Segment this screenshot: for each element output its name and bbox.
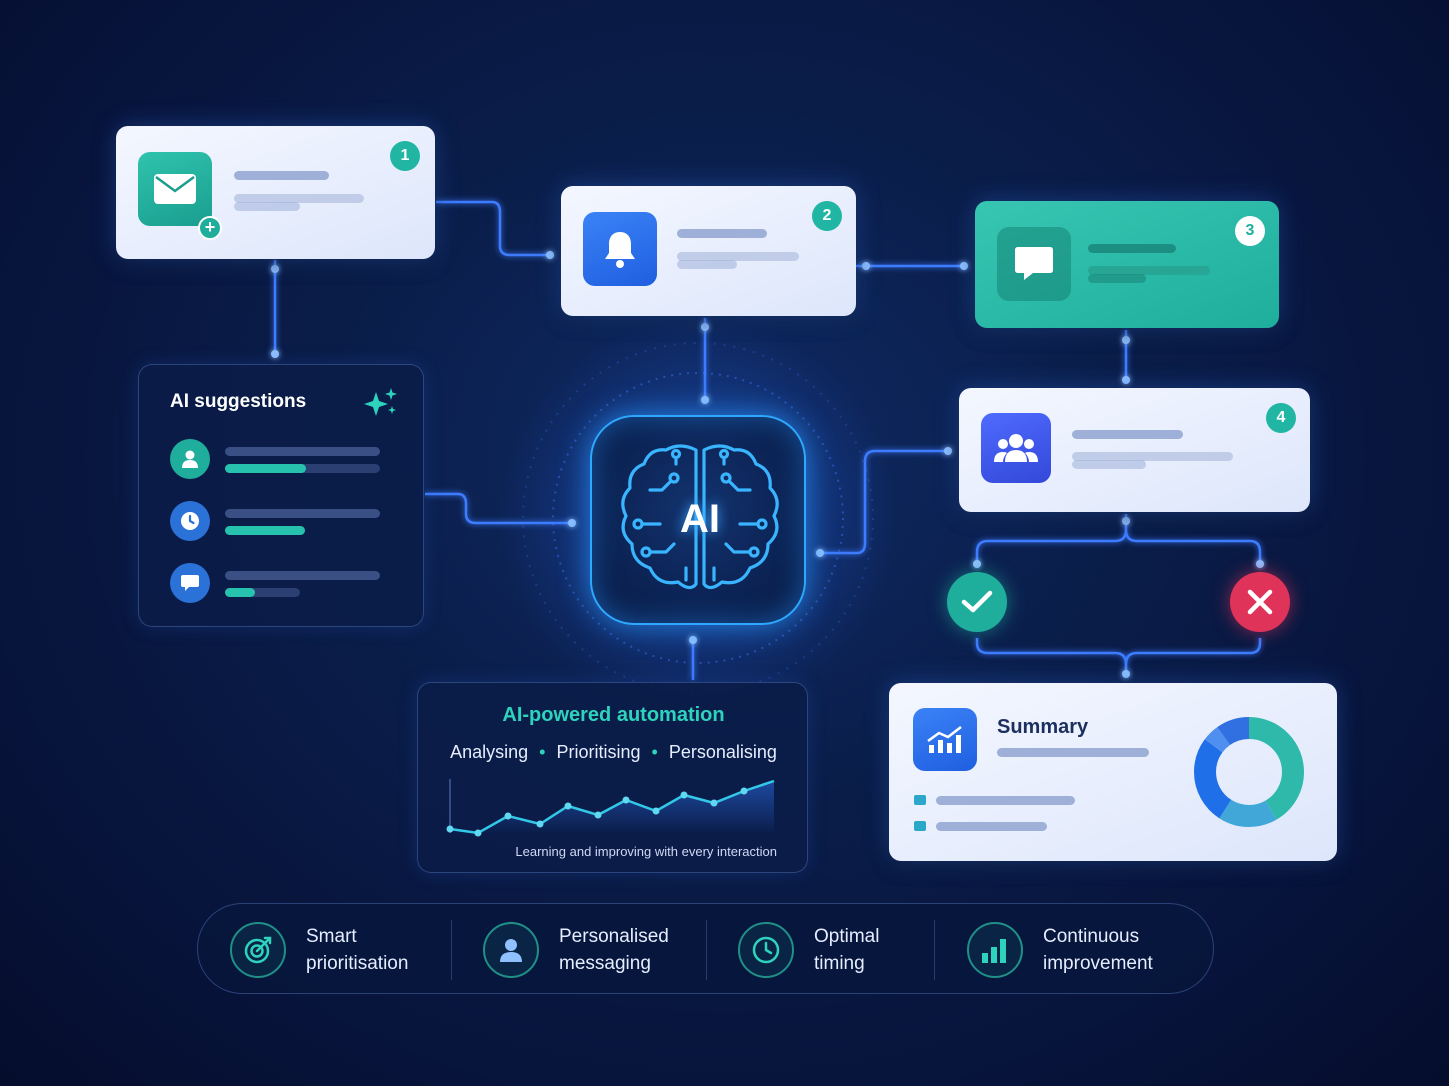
placeholder-line — [225, 509, 380, 518]
features-bar: Smart prioritisation Personalised messag… — [197, 903, 1214, 994]
bell-icon — [583, 212, 657, 286]
placeholder-line — [677, 229, 767, 238]
ai-core-label: AI — [680, 497, 720, 541]
user-icon — [483, 921, 539, 978]
automation-caption: Learning and improving with every intera… — [515, 844, 777, 859]
step-4-group-card[interactable]: 4 — [959, 388, 1310, 512]
summary-donut-chart — [1194, 717, 1304, 827]
placeholder-line — [1072, 430, 1183, 439]
suggestion-progress-fill — [225, 588, 255, 597]
placeholder-line — [234, 194, 364, 203]
divider — [706, 920, 707, 980]
step-number-badge: 3 — [1235, 216, 1265, 246]
placeholder-line — [234, 202, 300, 211]
automation-panel: AI-powered automation Analysing • Priori… — [417, 682, 808, 873]
suggestion-progress-bar — [225, 588, 300, 597]
legend-swatch — [914, 821, 926, 831]
placeholder-line — [1088, 244, 1176, 253]
placeholder-line — [1088, 266, 1210, 275]
success-check-icon[interactable] — [947, 572, 1007, 632]
placeholder-line — [997, 748, 1149, 757]
suggestion-clock-icon — [170, 501, 210, 541]
feature-label: Personalised messaging — [559, 925, 669, 974]
stage-analysing: Analysing — [450, 742, 529, 762]
feature-label: Optimal timing — [814, 925, 880, 974]
stage-separator: • — [539, 742, 546, 762]
stage-separator: • — [651, 742, 658, 762]
ai-suggestions-title: AI suggestions — [170, 391, 307, 412]
step-1-email-card[interactable]: + 1 — [116, 126, 435, 259]
bar-chart-icon — [967, 921, 1023, 978]
placeholder-line — [936, 796, 1075, 805]
feature-optimal-timing: Optimal timing — [738, 904, 879, 995]
stage-prioritising: Prioritising — [556, 742, 641, 762]
placeholder-line — [936, 822, 1047, 831]
placeholder-line — [225, 447, 380, 456]
placeholder-line — [1072, 452, 1233, 461]
placeholder-line — [677, 260, 737, 269]
placeholder-line — [1072, 460, 1146, 469]
feature-label: Smart prioritisation — [306, 925, 409, 974]
error-cross-icon[interactable] — [1230, 572, 1290, 632]
learning-trend-line — [446, 779, 775, 837]
chat-icon — [997, 227, 1071, 301]
mail-icon — [138, 152, 212, 226]
placeholder-line — [1088, 274, 1146, 283]
placeholder-line — [677, 252, 799, 261]
feature-smart-prioritisation: Smart prioritisation — [230, 904, 408, 995]
step-2-notification-card[interactable]: 2 — [561, 186, 856, 316]
automation-title: AI-powered automation — [502, 704, 725, 726]
step-3-chat-card[interactable]: 3 — [975, 201, 1279, 328]
suggestion-user-icon — [170, 439, 210, 479]
step-number-badge: 4 — [1266, 403, 1296, 433]
brain-icon — [621, 444, 779, 590]
suggestion-progress-fill — [225, 526, 305, 535]
legend-swatch — [914, 795, 926, 805]
stage-personalising: Personalising — [668, 742, 777, 762]
feature-continuous-improvement: Continuous improvement — [967, 904, 1153, 995]
summary-title: Summary — [997, 716, 1089, 738]
placeholder-line — [234, 171, 329, 180]
step-number-badge: 1 — [390, 141, 420, 171]
feature-personalised-messaging: Personalised messaging — [483, 904, 669, 995]
plus-icon: + — [198, 216, 222, 240]
ai-core: AI — [590, 415, 806, 625]
group-icon — [981, 413, 1051, 483]
trend-chart-icon — [913, 708, 977, 771]
target-icon — [230, 921, 286, 978]
step-number-badge: 2 — [812, 201, 842, 231]
ai-suggestions-panel: AI suggestions — [138, 364, 424, 627]
sparkle-icon — [364, 388, 397, 416]
suggestion-progress-fill — [225, 464, 306, 473]
summary-card[interactable]: Summary — [889, 683, 1337, 861]
feature-label: Continuous improvement — [1043, 925, 1153, 974]
placeholder-line — [225, 571, 380, 580]
suggestion-chat-icon — [170, 563, 210, 603]
automation-stages: Analysing • Prioritising • Personalising — [418, 742, 809, 763]
divider — [934, 920, 935, 980]
clock-icon — [738, 921, 794, 978]
divider — [451, 920, 452, 980]
